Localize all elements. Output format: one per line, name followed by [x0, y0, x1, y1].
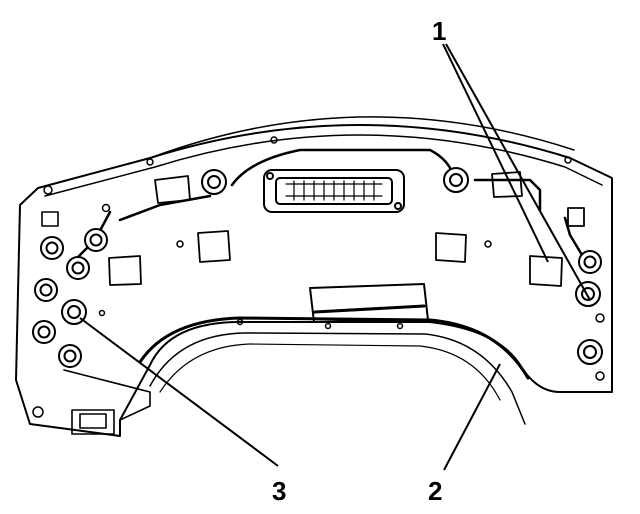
mounting-clips: [108, 171, 585, 287]
bulb-socket: [32, 320, 56, 344]
screw-holes: [32, 136, 605, 418]
cluster-lens-inner: [149, 332, 526, 425]
bulb-sockets: [32, 167, 603, 368]
label-tab: [309, 283, 429, 323]
bulb-socket: [577, 339, 603, 365]
board-inner-edge: [44, 134, 603, 197]
bulb-socket: [443, 167, 469, 193]
cluster-lens-outer: [138, 316, 530, 380]
cluster-lens-inner-2: [159, 343, 501, 401]
bulb-socket: [40, 236, 64, 260]
center-connector: [263, 169, 405, 213]
board-top-ridge: [149, 116, 575, 159]
bulb-socket: [58, 344, 82, 368]
callout-2: 2: [428, 476, 442, 506]
bulb-socket: [201, 169, 227, 195]
leader-line-3: [79, 317, 279, 467]
circuit-board-outline: [15, 124, 613, 437]
bulb-socket: [66, 256, 90, 280]
left-bracket: [41, 211, 151, 435]
callout-1: 1: [432, 16, 446, 46]
leader-line-1: [442, 43, 549, 263]
leader-line-1b: [445, 43, 591, 301]
circuit-trace: [68, 148, 587, 267]
bulb-socket: [578, 250, 602, 274]
bulb-socket: [575, 281, 601, 307]
bulb-socket: [34, 278, 58, 302]
leader-lines: [79, 43, 591, 471]
leader-line-2: [443, 363, 501, 471]
callout-3: 3: [272, 476, 286, 506]
bulb-socket: [84, 228, 108, 252]
